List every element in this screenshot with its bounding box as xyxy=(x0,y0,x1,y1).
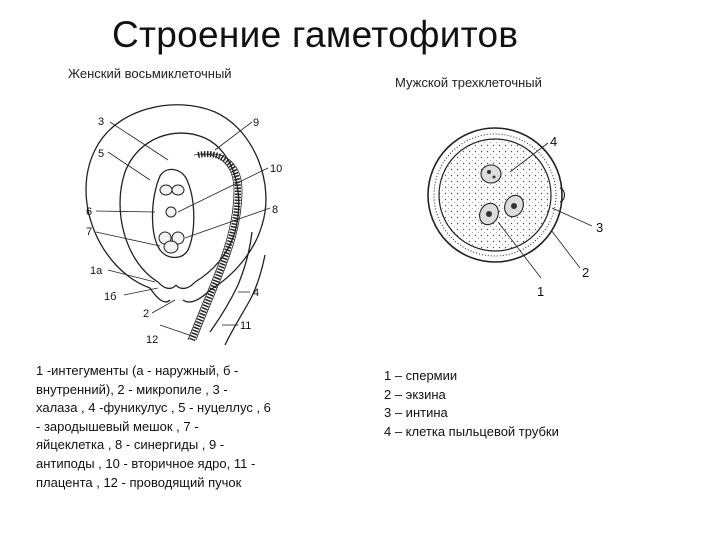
antipodal-cell xyxy=(159,184,173,196)
label-12: 12 xyxy=(146,334,158,346)
label-9: 9 xyxy=(253,117,259,129)
funiculus xyxy=(224,254,266,346)
legend-line: 3 – интина xyxy=(384,405,448,421)
inner-integument xyxy=(119,132,240,283)
label-10: 10 xyxy=(270,163,282,175)
male-subtitle: Мужской трехклеточный xyxy=(395,75,542,90)
label-1a: 1а xyxy=(90,265,103,277)
legend-line: 4 – клетка пыльцевой трубки xyxy=(384,423,559,439)
label-4: 4 xyxy=(253,287,259,299)
secondary-nucleus xyxy=(165,206,177,218)
embryo-sac xyxy=(151,168,195,259)
label-3: 3 xyxy=(98,116,104,128)
legend-line: яйцеклетка , 8 - синергиды , 9 - xyxy=(36,437,225,453)
egg-cell xyxy=(163,240,179,254)
label-5: 5 xyxy=(98,148,104,160)
label-6: 6 xyxy=(86,206,92,218)
antipodal-cell xyxy=(171,184,185,196)
outer-integument xyxy=(85,104,267,291)
legend-line: - зародышевый мешок , 7 - xyxy=(36,418,199,434)
legend-line: внутренний), 2 - микропиле , 3 - xyxy=(36,381,228,397)
male-legend: 1 – спермии 2 – экзина 3 – интина 4 – кл… xyxy=(384,367,684,441)
legend-line: 2 – экзина xyxy=(384,386,446,402)
legend-line: антиподы , 10 - вторичное ядро, 11 - xyxy=(36,455,256,471)
conducting-bundle xyxy=(187,151,243,342)
female-subtitle: Женский восьмиклеточный xyxy=(68,66,232,81)
label-2: 2 xyxy=(143,308,149,320)
legend-line: 1 – спермии xyxy=(384,368,458,383)
legend-line: плацента , 12 - проводящий пучок xyxy=(36,474,242,490)
legend-line: 1 -интегументы (а - наружный, б - xyxy=(36,363,239,378)
synergid-cell xyxy=(171,231,185,245)
label-1b: 1б xyxy=(104,291,116,303)
label-7: 7 xyxy=(86,226,92,238)
page-title: Строение гаметофитов xyxy=(112,14,519,55)
female-legend: 1 -интегументы (а - наружный, б - внутре… xyxy=(36,362,336,492)
label-11: 11 xyxy=(240,320,251,332)
label-8: 8 xyxy=(272,204,278,216)
legend-line: халаза , 4 -фуникулус , 5 - нуцеллус , 6 xyxy=(36,400,271,416)
